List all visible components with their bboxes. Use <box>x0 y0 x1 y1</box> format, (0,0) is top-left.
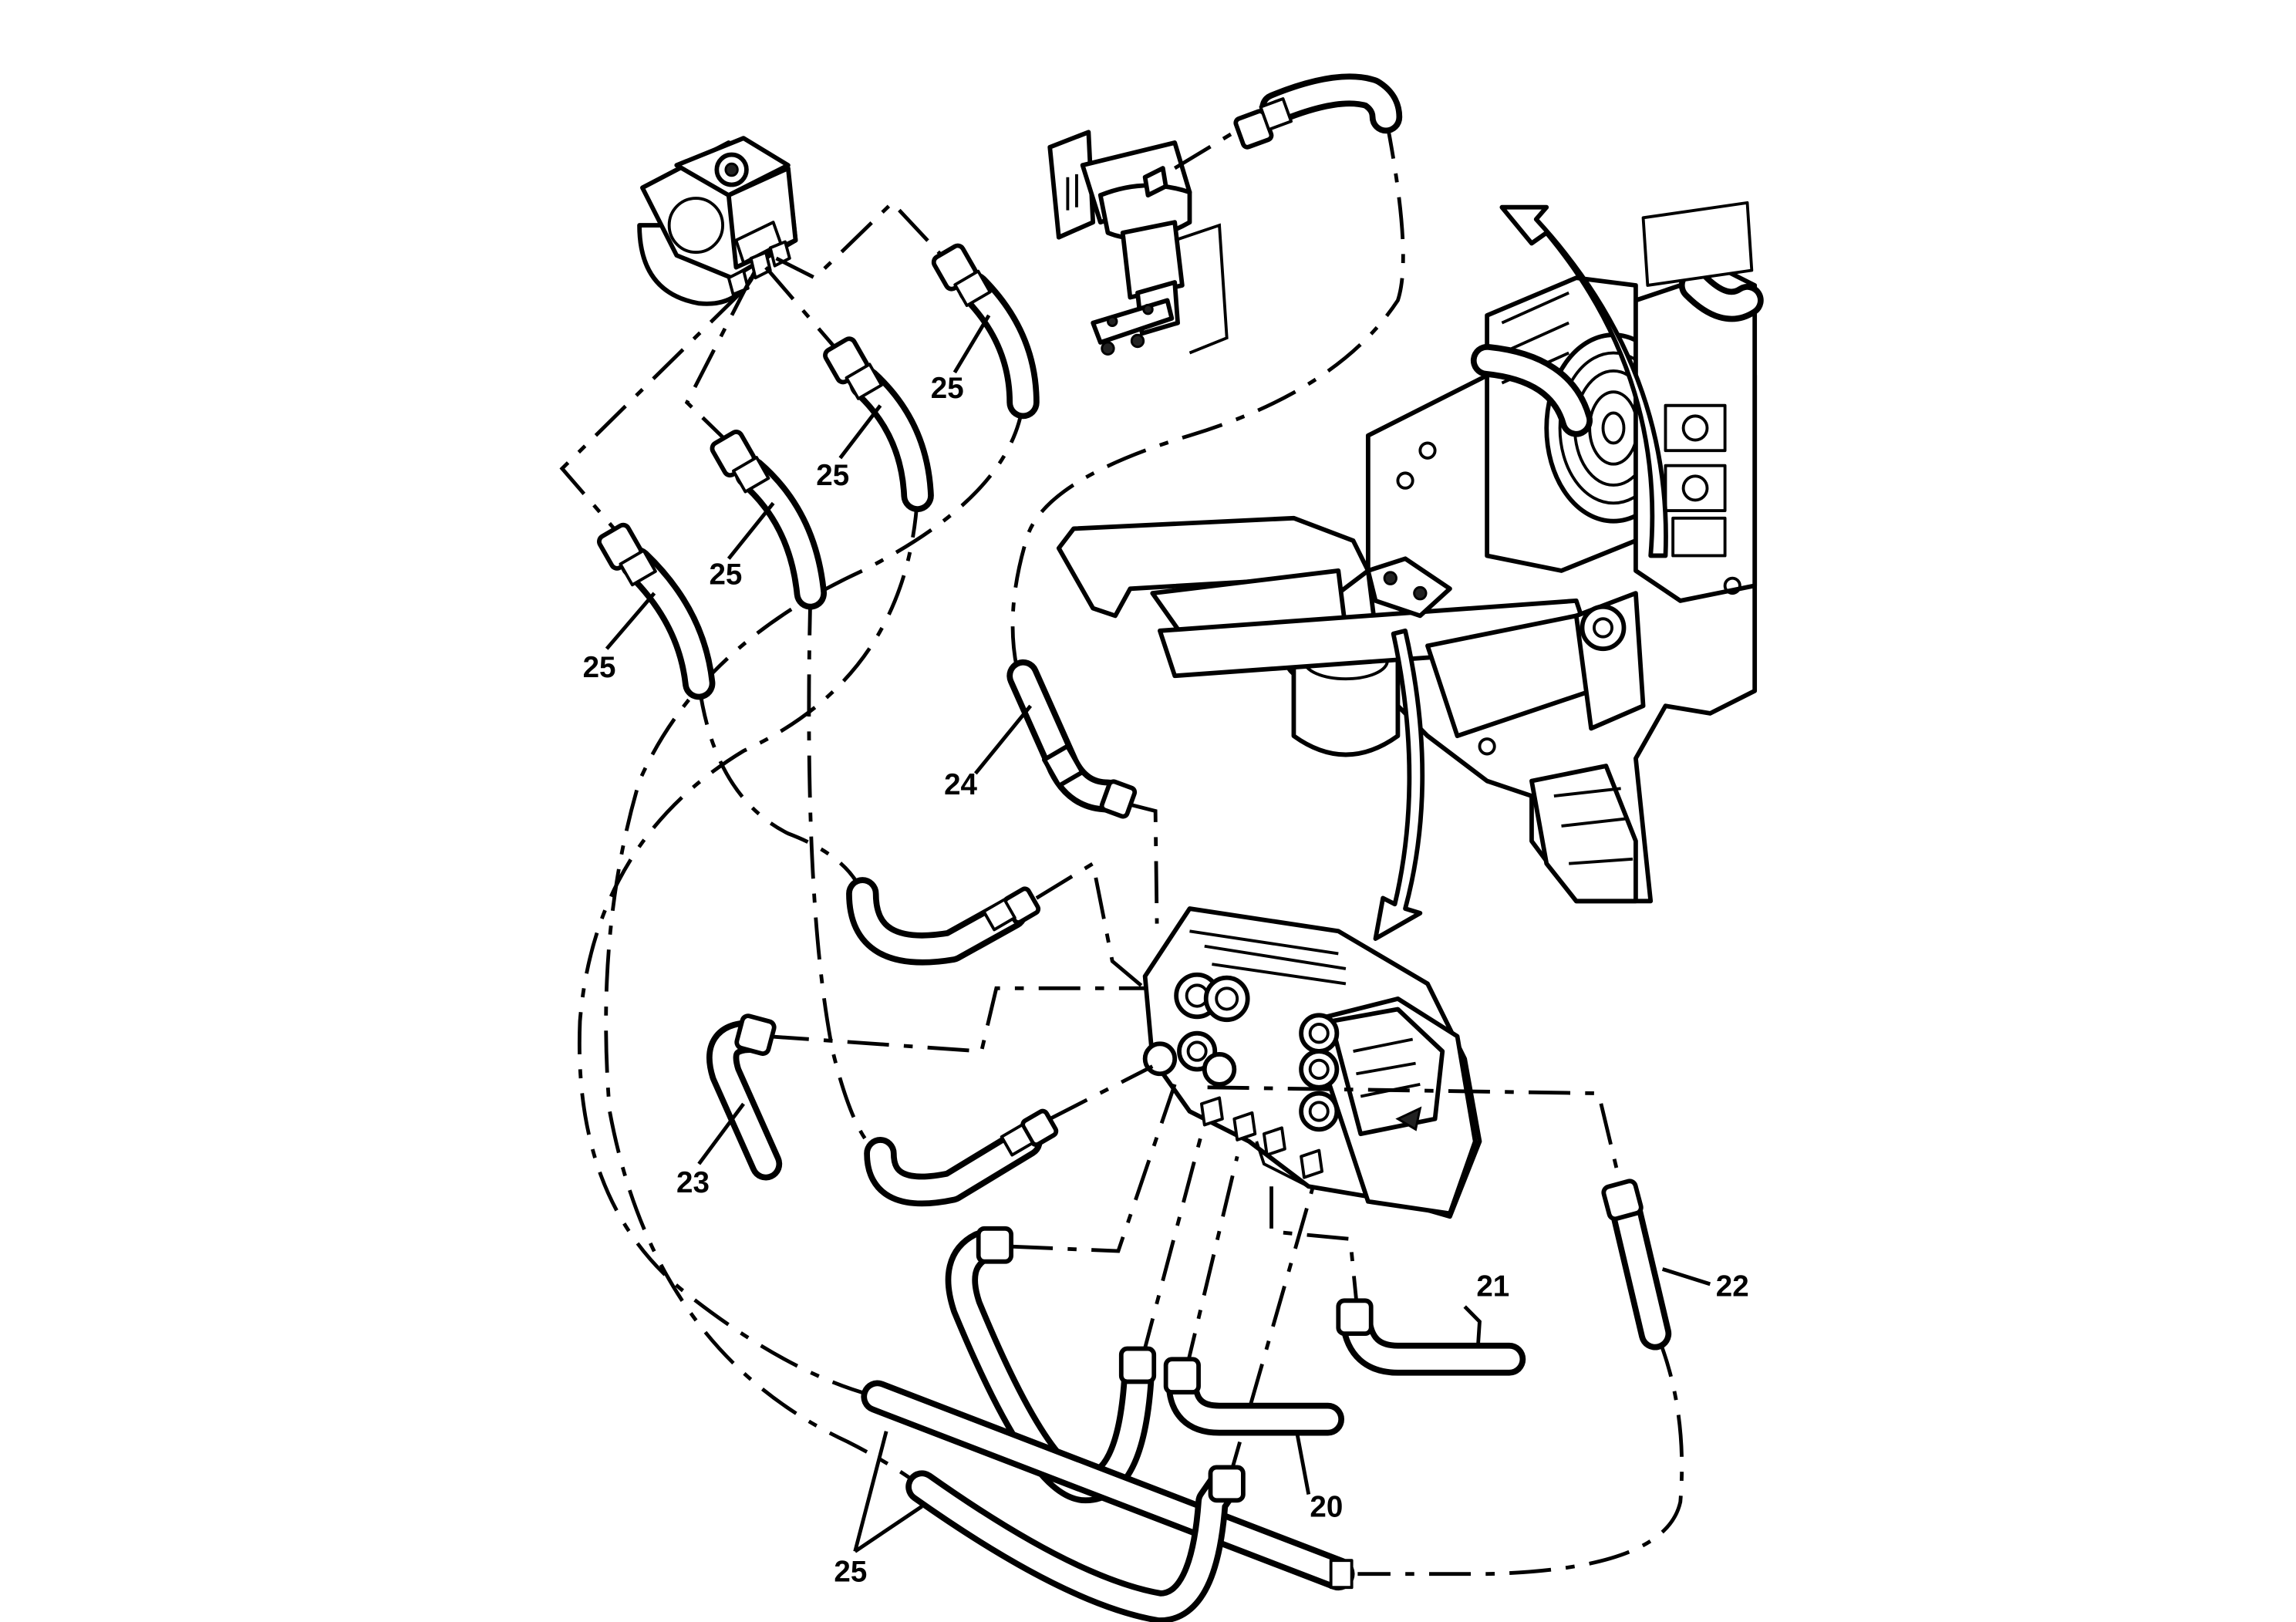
callout-labels: 25 25 25 25 24 23 21 22 20 25 <box>583 372 1749 1589</box>
connection-lines <box>559 116 1684 1576</box>
detail-arrow-up <box>1499 204 1668 558</box>
hose-center-upper <box>846 877 1041 966</box>
hose-top <box>1233 73 1403 150</box>
callout-20: 20 <box>1310 1491 1343 1524</box>
hose-25-b <box>710 430 828 610</box>
callout-25-c: 25 <box>816 459 849 492</box>
callout-24: 24 <box>944 768 977 801</box>
valve-assembly-top <box>1047 130 1229 356</box>
hose-25-a <box>597 522 716 700</box>
hoses <box>597 73 1672 1622</box>
main-control-valve <box>1142 906 1482 1219</box>
callout-25-e: 25 <box>834 1555 867 1588</box>
callout-21: 21 <box>1476 1270 1509 1303</box>
hose-center-lower <box>864 1108 1059 1207</box>
callout-22: 22 <box>1716 1270 1749 1303</box>
detail-arrow-down <box>1373 628 1425 941</box>
hose-24 <box>1006 659 1138 819</box>
hose-25-c <box>823 336 934 513</box>
callout-25-b: 25 <box>709 558 742 591</box>
hose-25-d <box>931 243 1040 420</box>
hose-25-f <box>905 1465 1246 1622</box>
hose-23 <box>706 1013 783 1181</box>
leader-lines <box>605 314 1711 1553</box>
hose-21 <box>1336 1298 1526 1376</box>
callout-23: 23 <box>676 1166 710 1199</box>
callout-25-a: 25 <box>583 651 616 684</box>
hose-22 <box>1601 1179 1672 1351</box>
hose-20 <box>1163 1357 1345 1436</box>
hose-25-e <box>861 1380 1355 1591</box>
hydraulic-motor <box>637 136 798 306</box>
callout-25-d: 25 <box>931 372 964 405</box>
